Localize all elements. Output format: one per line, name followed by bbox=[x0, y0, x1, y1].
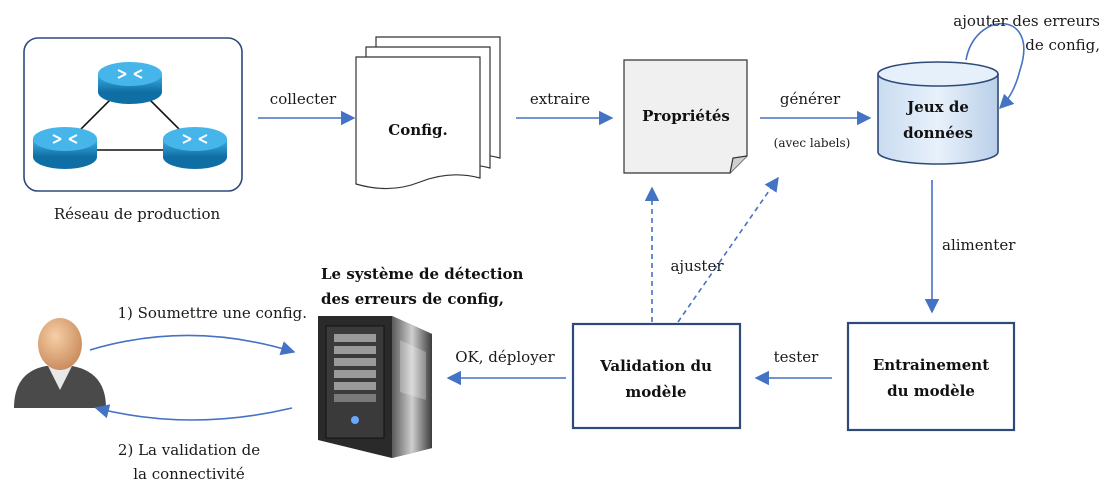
user-icon bbox=[14, 318, 106, 408]
properties-document: Propriétés bbox=[623, 59, 748, 174]
production-network: Réseau de production bbox=[23, 37, 243, 223]
datasets-label-line2: données bbox=[903, 124, 973, 142]
feed-label: alimenter bbox=[942, 236, 1016, 254]
router-icon bbox=[98, 62, 162, 104]
config-documents: Config. bbox=[355, 36, 501, 190]
adjust-arrow-datasets bbox=[677, 176, 779, 323]
validation-label-line2: modèle bbox=[625, 383, 686, 401]
submit-arrow bbox=[89, 334, 296, 356]
system-label-line2: des erreurs de config, bbox=[321, 290, 504, 308]
submit-label: 1) Soumettre une config. bbox=[117, 304, 307, 322]
server-icon bbox=[318, 316, 432, 458]
validate-label-line1: 2) La validation de bbox=[118, 441, 260, 459]
add-errors-label-line2: de config, bbox=[1025, 36, 1100, 54]
add-errors-loop-arrow bbox=[965, 22, 1025, 110]
properties-label: Propriétés bbox=[642, 107, 730, 125]
router-icon bbox=[33, 127, 97, 169]
system-label-line1: Le système de détection bbox=[321, 265, 524, 283]
validate-label-line2: la connectivité bbox=[133, 465, 245, 483]
adjust-label: ajuster bbox=[670, 257, 724, 275]
with-labels-label: (avec labels) bbox=[774, 136, 851, 150]
validation-box: Validation du modèle bbox=[571, 322, 742, 430]
deploy-label: OK, déployer bbox=[455, 348, 555, 366]
validation-label-line1: Validation du bbox=[599, 357, 712, 375]
training-box: Entrainement du modèle bbox=[846, 321, 1016, 432]
collect-label: collecter bbox=[270, 90, 337, 108]
datasets-label-line1: Jeux de bbox=[905, 98, 969, 116]
router-icon bbox=[163, 127, 227, 169]
training-label-line2: du modèle bbox=[887, 382, 975, 400]
training-label-line1: Entrainement bbox=[873, 356, 989, 374]
datasets-cylinder: Jeux de données bbox=[877, 61, 999, 165]
test-label: tester bbox=[774, 348, 820, 366]
validate-arrow bbox=[94, 404, 293, 421]
network-caption: Réseau de production bbox=[54, 205, 221, 223]
config-label: Config. bbox=[388, 121, 447, 139]
extract-label: extraire bbox=[530, 90, 590, 108]
generate-label: générer bbox=[780, 90, 841, 108]
add-errors-label-line1: ajouter des erreurs bbox=[953, 12, 1100, 30]
